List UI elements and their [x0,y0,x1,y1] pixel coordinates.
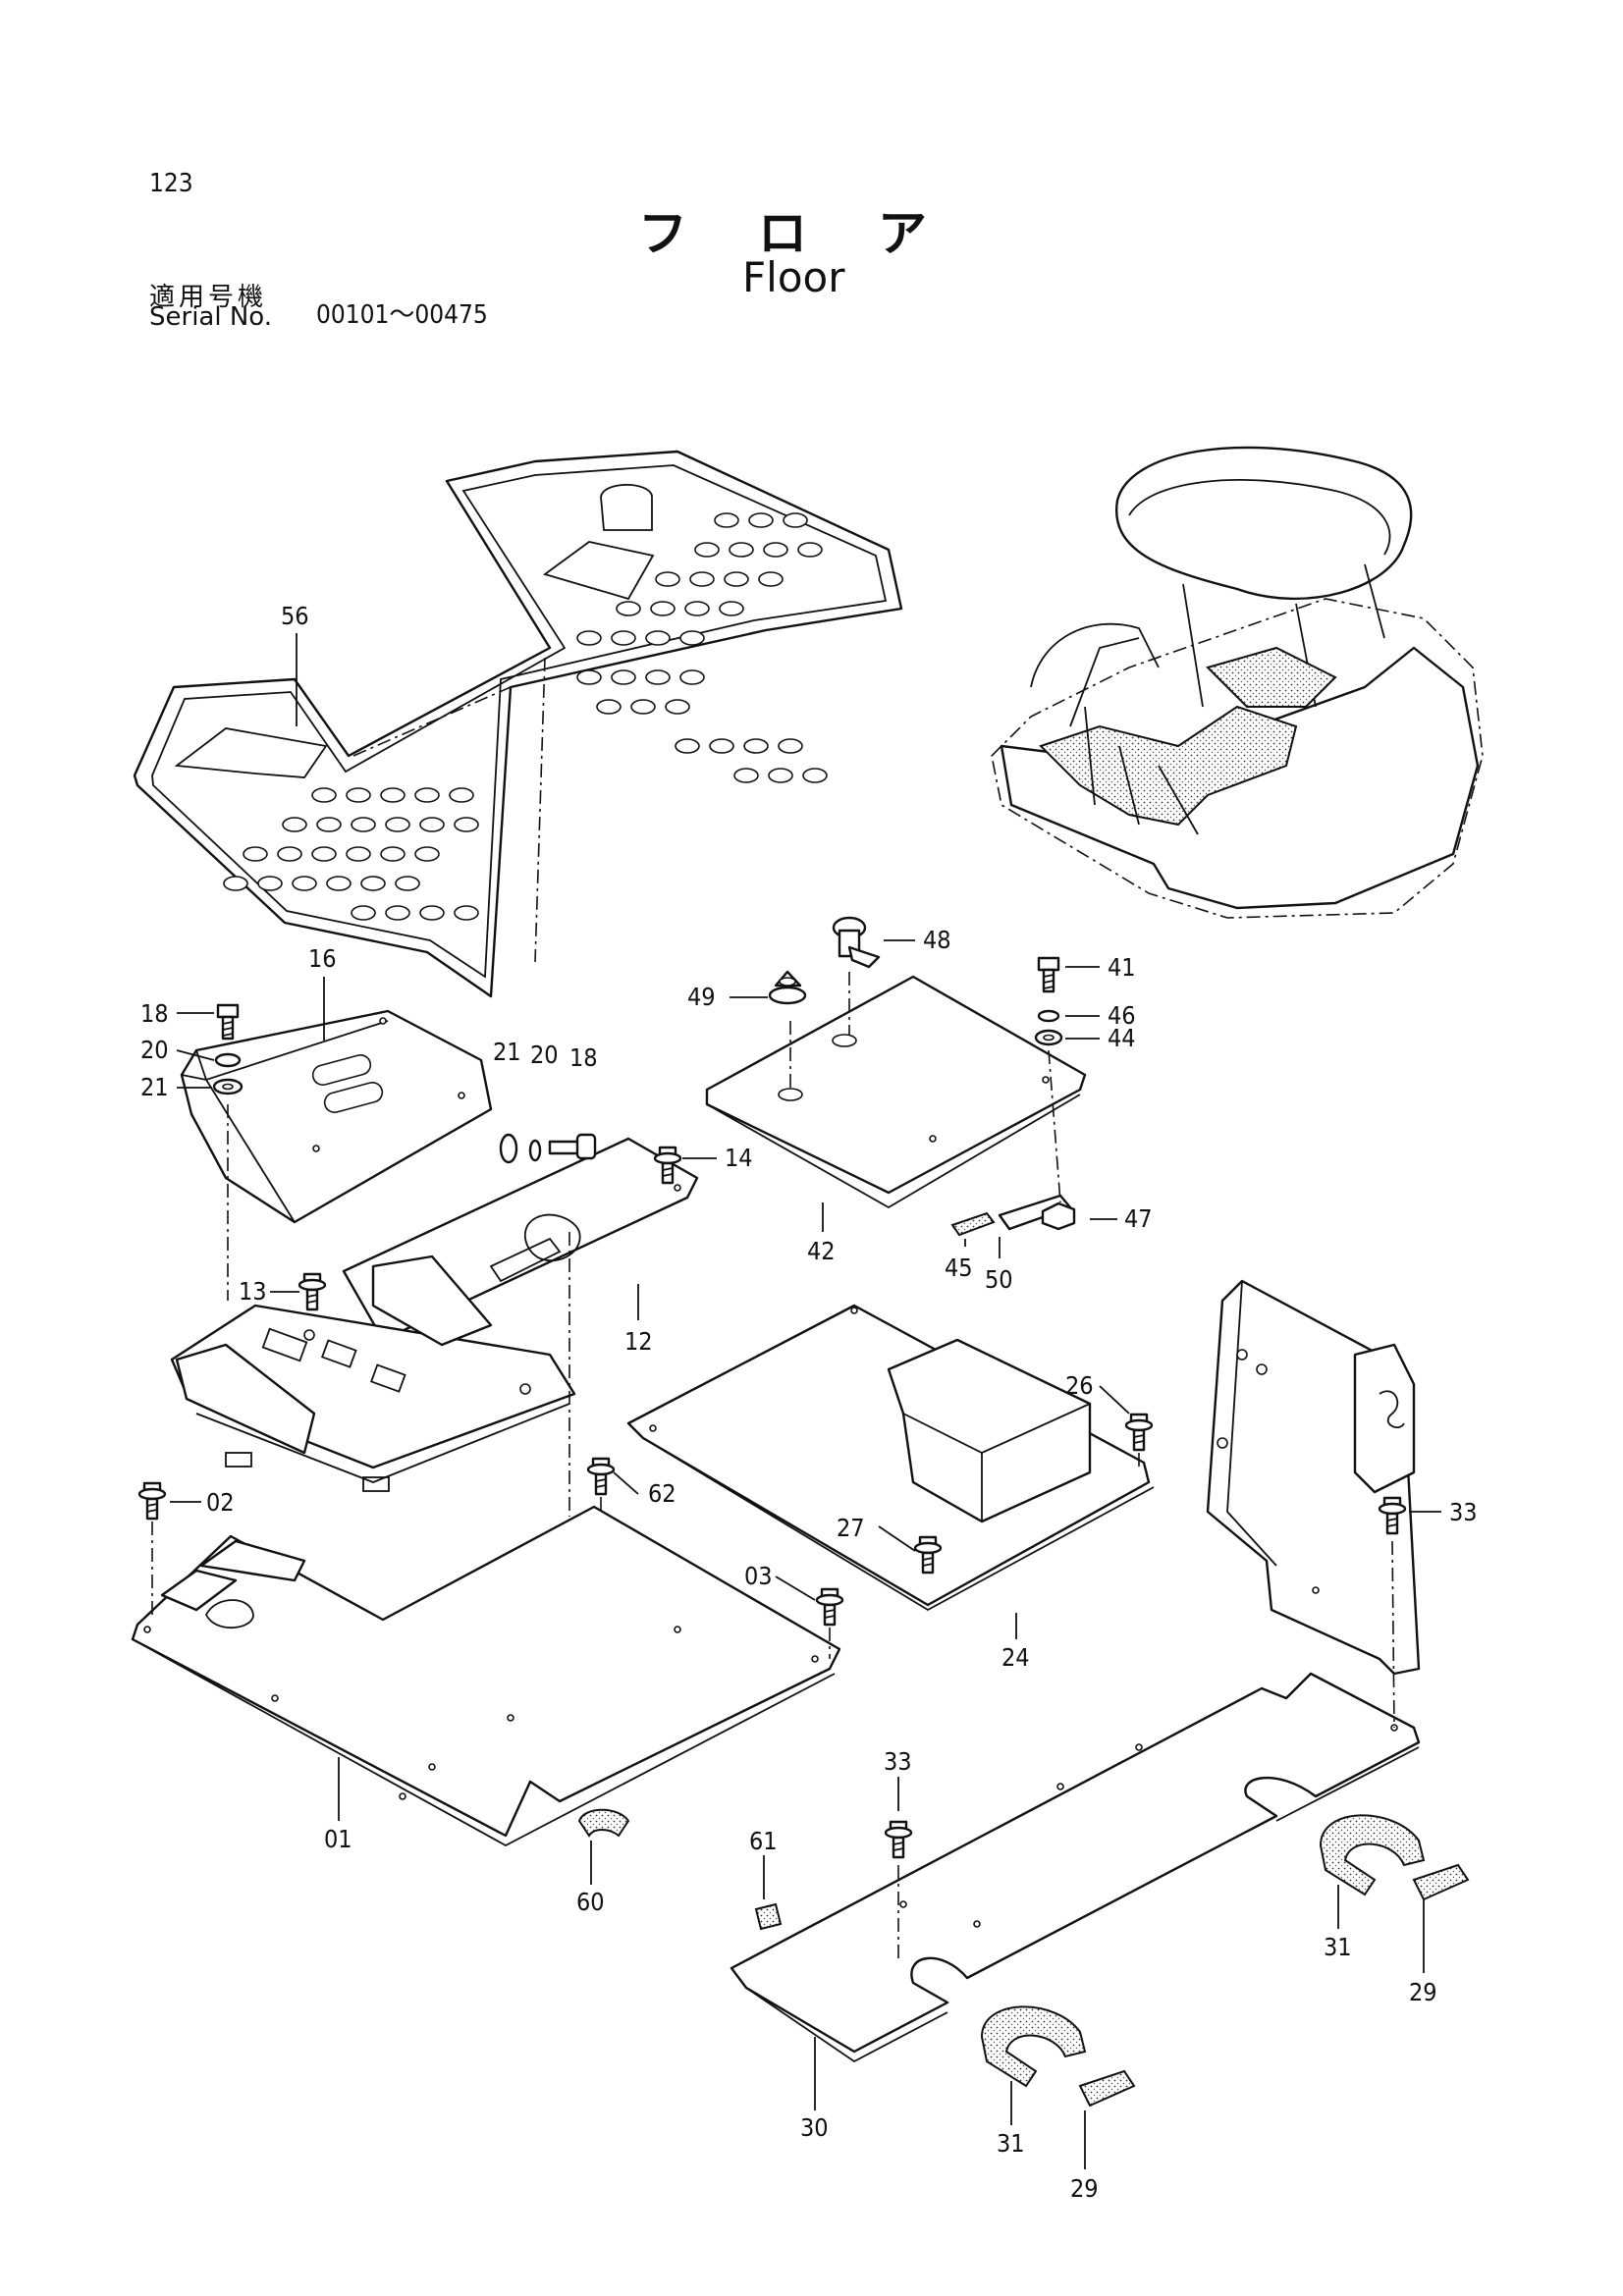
callout-48: 48 [923,926,951,954]
callout-47: 47 [1124,1204,1153,1233]
callout-18-right: 18 [569,1043,598,1072]
callout-45: 45 [945,1254,973,1282]
callout-30: 30 [800,2113,829,2142]
callout-29-upper: 29 [1409,1978,1437,2006]
callout-33-right: 33 [1449,1498,1478,1526]
assembly-lines [151,972,1395,1958]
callout-21-right: 21 [493,1038,521,1066]
callout-31-lower: 31 [997,2129,1025,2158]
callout-16: 16 [308,944,337,973]
callout-26: 26 [1065,1371,1094,1400]
clip-29-lower [1078,2069,1136,2108]
callout-62: 62 [648,1479,676,1508]
callout-01: 01 [324,1825,352,1853]
cover-16 [180,1009,493,1224]
clip-61 [754,1902,783,1931]
callout-60: 60 [576,1888,605,1916]
bottom-plate-30 [730,1672,1421,2063]
seal-31-lower [980,2005,1087,2088]
callout-33-bottom: 33 [884,1747,912,1776]
panel-24 [626,1304,1155,1612]
title-japanese: フロア [638,205,998,262]
callout-02: 02 [206,1488,235,1517]
callout-46: 46 [1108,1001,1136,1030]
callout-29-lower: 29 [1070,2174,1099,2203]
callout-13: 13 [239,1277,267,1306]
clip-60 [577,1808,630,1838]
callout-42: 42 [807,1237,836,1265]
bracket-plate-12 [170,1137,699,1492]
callout-20-right: 20 [530,1041,559,1069]
mat-hole-pattern [223,512,828,921]
callout-14: 14 [725,1144,753,1172]
floor-mat-56 [133,450,903,998]
callout-27: 27 [837,1514,865,1542]
plate-42 [705,975,1087,1209]
callout-21-left: 21 [140,1073,169,1101]
callout-44: 44 [1108,1024,1136,1052]
floor-plate-01 [131,1505,841,1847]
seal-31-upper [1319,1814,1426,1896]
callout-24: 24 [1001,1643,1030,1672]
serial-range: 00101～00475 [316,300,488,330]
side-bracket-plate [1206,1279,1421,1676]
serial-label-japanese: 適用号機 [149,283,268,312]
callout-50: 50 [985,1265,1013,1294]
callout-03: 03 [744,1562,773,1590]
callout-31-upper: 31 [1324,1933,1352,1961]
leader-lines [170,633,1441,2169]
page-number: 123 [149,169,193,198]
title-english: Floor [742,253,845,301]
callout-labels: 56 18 16 20 21 21 20 18 48 49 41 46 44 1… [140,602,1478,2203]
callout-61: 61 [749,1827,778,1855]
callout-12: 12 [624,1327,653,1356]
callout-20-left: 20 [140,1036,169,1064]
callout-18-left: 18 [140,999,169,1028]
callout-49: 49 [687,983,716,1011]
callout-41: 41 [1108,953,1136,982]
serial-label-english: Serial No. [149,302,272,332]
fasteners [137,916,1407,1859]
callout-56: 56 [281,602,309,630]
machine-context-sketch [991,446,1484,919]
clip-29-upper [1412,1863,1470,1901]
